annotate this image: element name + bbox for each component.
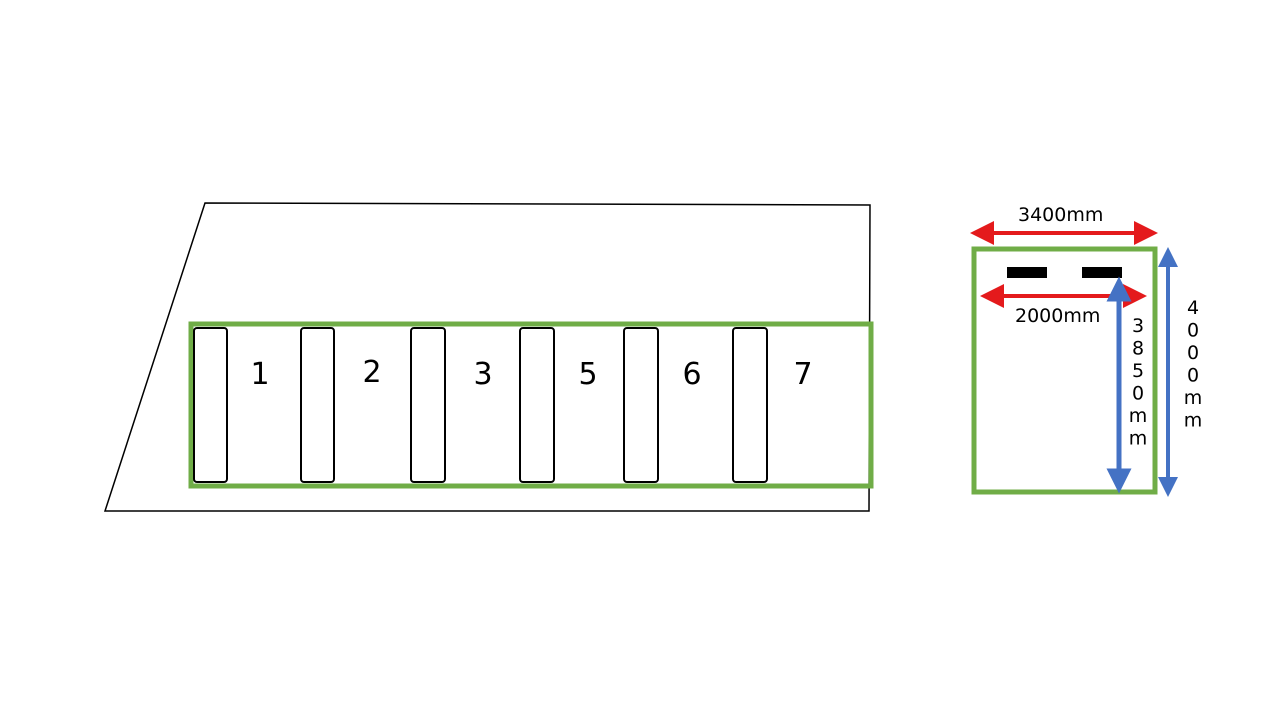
divider [623, 327, 659, 483]
space-dividers [193, 327, 768, 483]
wheel-stop [1007, 267, 1047, 278]
space-labels: 1 2 3 5 6 7 [250, 355, 812, 392]
space-label: 1 [250, 357, 269, 392]
divider [732, 327, 768, 483]
space-detail-outline [971, 246, 1158, 495]
parking-row-outline [188, 321, 874, 489]
lot-outline [103, 202, 871, 512]
inner-width-dimension-label: 2000mm [1015, 305, 1100, 327]
wheel-stop [1082, 267, 1122, 278]
space-label: 6 [682, 357, 701, 392]
divider [410, 327, 446, 483]
space-label: 5 [578, 357, 597, 392]
space-label: 7 [793, 357, 812, 392]
space-label: 3 [473, 357, 492, 392]
divider [193, 327, 228, 483]
divider [300, 327, 335, 483]
width-dimension-label: 3400mm [1018, 204, 1103, 226]
divider [519, 327, 555, 483]
space-label: 2 [362, 355, 381, 390]
